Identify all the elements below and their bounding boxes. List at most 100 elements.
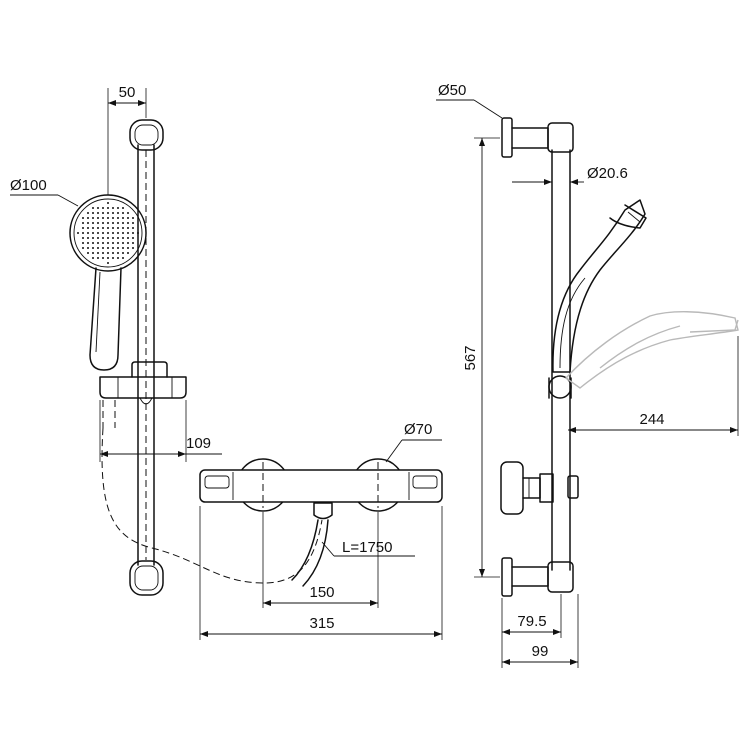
nozzle-dot	[97, 207, 99, 209]
nozzle-dot	[97, 252, 99, 254]
nozzle-dot	[102, 247, 104, 249]
nozzle-dot	[132, 232, 134, 234]
nozzle-dot	[112, 227, 114, 229]
nozzle-dot	[107, 237, 109, 239]
nozzle-dot	[112, 217, 114, 219]
nozzle-dot	[117, 232, 119, 234]
nozzle-dot	[132, 217, 134, 219]
spray-nozzles	[77, 202, 139, 264]
nozzle-dot	[117, 217, 119, 219]
nozzle-dot	[117, 212, 119, 214]
nozzle-dot	[107, 212, 109, 214]
nozzle-dot	[82, 247, 84, 249]
front-slide-rail	[99, 119, 187, 596]
nozzle-dot	[87, 212, 89, 214]
nozzle-dot	[112, 242, 114, 244]
nozzle-dot	[112, 232, 114, 234]
nozzle-dot	[122, 242, 124, 244]
nozzle-dot	[107, 222, 109, 224]
nozzle-dot	[97, 217, 99, 219]
nozzle-dot	[132, 247, 134, 249]
nozzle-dot	[102, 227, 104, 229]
nozzle-dot	[87, 217, 89, 219]
nozzle-dot	[107, 257, 109, 259]
nozzle-dot	[122, 257, 124, 259]
nozzle-dot	[92, 242, 94, 244]
nozzle-dot	[97, 242, 99, 244]
nozzle-dot	[127, 252, 129, 254]
nozzle-dot	[97, 227, 99, 229]
nozzle-dot	[127, 222, 129, 224]
nozzle-dot	[77, 232, 79, 234]
nozzle-dot	[97, 257, 99, 259]
nozzle-dot	[122, 232, 124, 234]
nozzle-dot	[132, 237, 134, 239]
thermostatic-valve	[199, 458, 443, 587]
nozzle-dot	[102, 257, 104, 259]
nozzle-dot	[112, 207, 114, 209]
nozzle-dot	[82, 227, 84, 229]
nozzle-dot	[102, 217, 104, 219]
nozzle-dot	[92, 257, 94, 259]
nozzle-dot	[122, 252, 124, 254]
dim-valve-width: 315	[309, 615, 334, 632]
nozzle-dot	[102, 222, 104, 224]
nozzle-dot	[117, 207, 119, 209]
nozzle-dot	[117, 257, 119, 259]
nozzle-dot	[97, 212, 99, 214]
nozzle-dot	[127, 242, 129, 244]
dim-hose-length: L=1750	[342, 539, 392, 556]
nozzle-dot	[117, 227, 119, 229]
side-hand-shower	[552, 199, 647, 373]
nozzle-dot	[122, 207, 124, 209]
nozzle-dot	[87, 222, 89, 224]
nozzle-dot	[82, 217, 84, 219]
nozzle-dot	[92, 232, 94, 234]
nozzle-dot	[112, 237, 114, 239]
nozzle-dot	[97, 232, 99, 234]
front-hand-shower	[69, 194, 147, 371]
nozzle-dot	[82, 242, 84, 244]
side-hand-shower-tilted	[564, 311, 739, 389]
nozzle-dot	[112, 222, 114, 224]
side-slide-rail	[500, 117, 579, 597]
nozzle-dot	[132, 242, 134, 244]
nozzle-dot	[87, 227, 89, 229]
dim-spray-reach: 244	[639, 411, 664, 428]
nozzle-dot	[92, 227, 94, 229]
nozzle-dot	[102, 232, 104, 234]
nozzle-dot	[107, 232, 109, 234]
nozzle-dot	[87, 237, 89, 239]
nozzle-dot	[107, 242, 109, 244]
nozzle-dot	[122, 247, 124, 249]
nozzle-dot	[92, 212, 94, 214]
dim-bracket-diameter: Ø50	[438, 82, 466, 99]
nozzle-dot	[102, 252, 104, 254]
dimension-labels: 50 Ø100 109 Ø70 L=1750 150 315 Ø50 Ø20.6…	[10, 82, 665, 660]
nozzle-dot	[122, 212, 124, 214]
nozzle-dot	[122, 222, 124, 224]
nozzle-dot	[92, 217, 94, 219]
nozzle-dot	[102, 242, 104, 244]
nozzle-dot	[122, 237, 124, 239]
dimension-lines	[10, 88, 739, 668]
nozzle-dot	[87, 252, 89, 254]
nozzle-dot	[87, 247, 89, 249]
nozzle-dot	[97, 222, 99, 224]
nozzle-dot	[107, 207, 109, 209]
nozzle-dot	[112, 252, 114, 254]
nozzle-dot	[112, 257, 114, 259]
nozzle-dot	[92, 247, 94, 249]
dim-head-diameter: Ø100	[10, 177, 47, 194]
dim-escutcheon-diameter: Ø70	[404, 421, 432, 438]
dim-bracket-depth-outer: 99	[532, 643, 549, 660]
nozzle-dot	[92, 207, 94, 209]
nozzle-dot	[122, 227, 124, 229]
nozzle-dot	[87, 232, 89, 234]
nozzle-dot	[122, 217, 124, 219]
nozzle-dot	[127, 217, 129, 219]
nozzle-dot	[132, 222, 134, 224]
hose-front	[101, 427, 323, 584]
dim-rail-diameter: Ø20.6	[587, 165, 628, 182]
